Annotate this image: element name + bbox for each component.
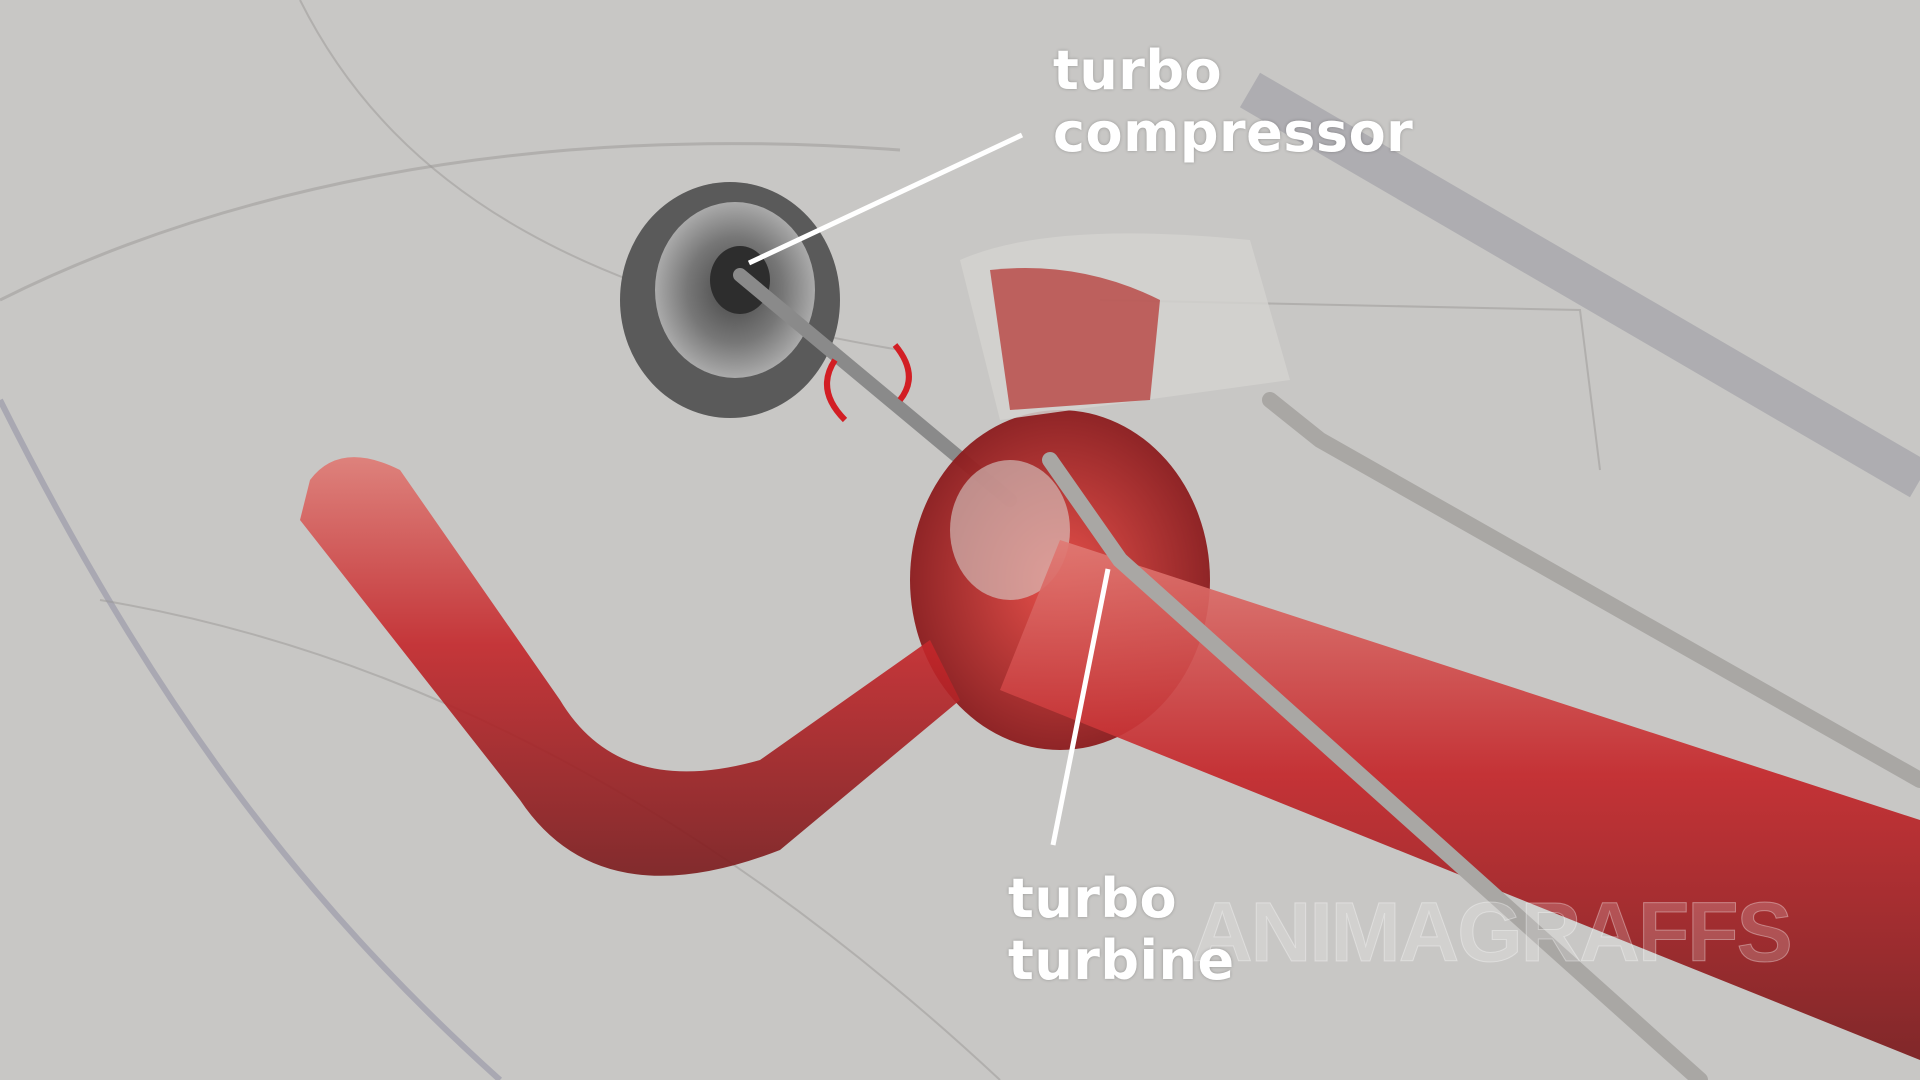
compressor-wheel — [620, 182, 840, 418]
turbo-compressor-label: turbo compressor — [1053, 40, 1413, 164]
label-line: compressor — [1053, 101, 1414, 164]
label-line: turbo — [1008, 867, 1178, 930]
label-line: turbine — [1008, 929, 1235, 992]
intake-pipe — [300, 457, 960, 876]
compressor-leader-line — [747, 132, 1024, 266]
turbine-leader-line — [1050, 568, 1111, 846]
turbo-turbine-label: turbo turbine — [1008, 868, 1235, 992]
oil-lines — [1042, 392, 1920, 1080]
watermark: ANIMAGRAFFS — [1192, 885, 1794, 980]
label-line: turbo — [1053, 39, 1223, 102]
rotation-arrows-icon — [824, 343, 912, 423]
exhaust-pipe — [1000, 540, 1920, 1060]
